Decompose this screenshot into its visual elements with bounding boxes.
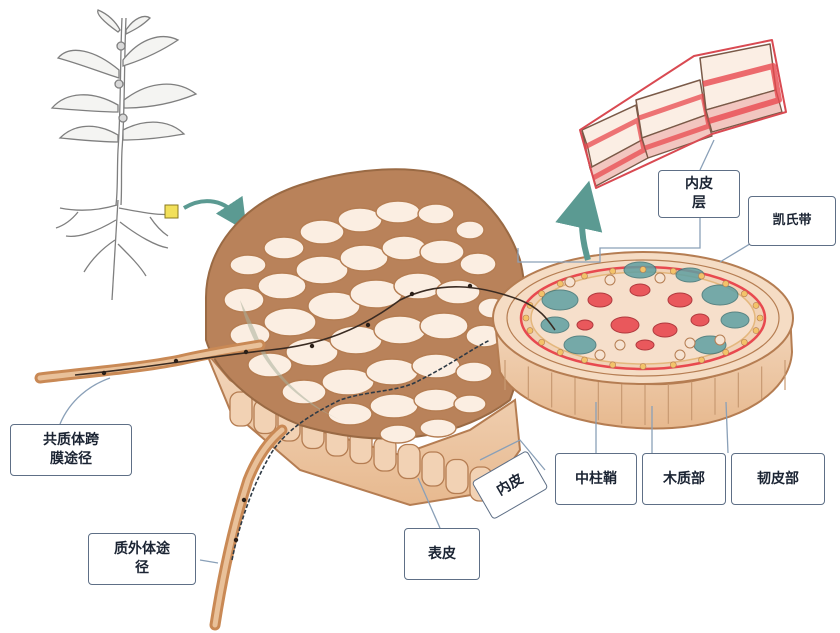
label-casparian-strip: 凯氏带 (748, 196, 836, 246)
stele-to-detail-arrow (582, 204, 588, 260)
label-endodermis-layer: 内皮 层 (658, 170, 740, 218)
zoom-region-marker (165, 205, 178, 218)
label-apoplast-pathway: 质外体途 径 (88, 533, 196, 585)
label-xylem: 木质部 (642, 453, 726, 505)
zoom-arrow (184, 201, 238, 218)
label-symplast-pathway: 共质体跨 膜途径 (10, 424, 132, 476)
label-phloem: 韧皮部 (731, 453, 825, 505)
plant-sketch (52, 10, 196, 300)
stele-cross-section (493, 252, 793, 428)
label-epidermis: 表皮 (404, 528, 480, 580)
endodermis-cell-detail (580, 40, 786, 188)
label-pericycle: 中柱鞘 (555, 453, 637, 505)
